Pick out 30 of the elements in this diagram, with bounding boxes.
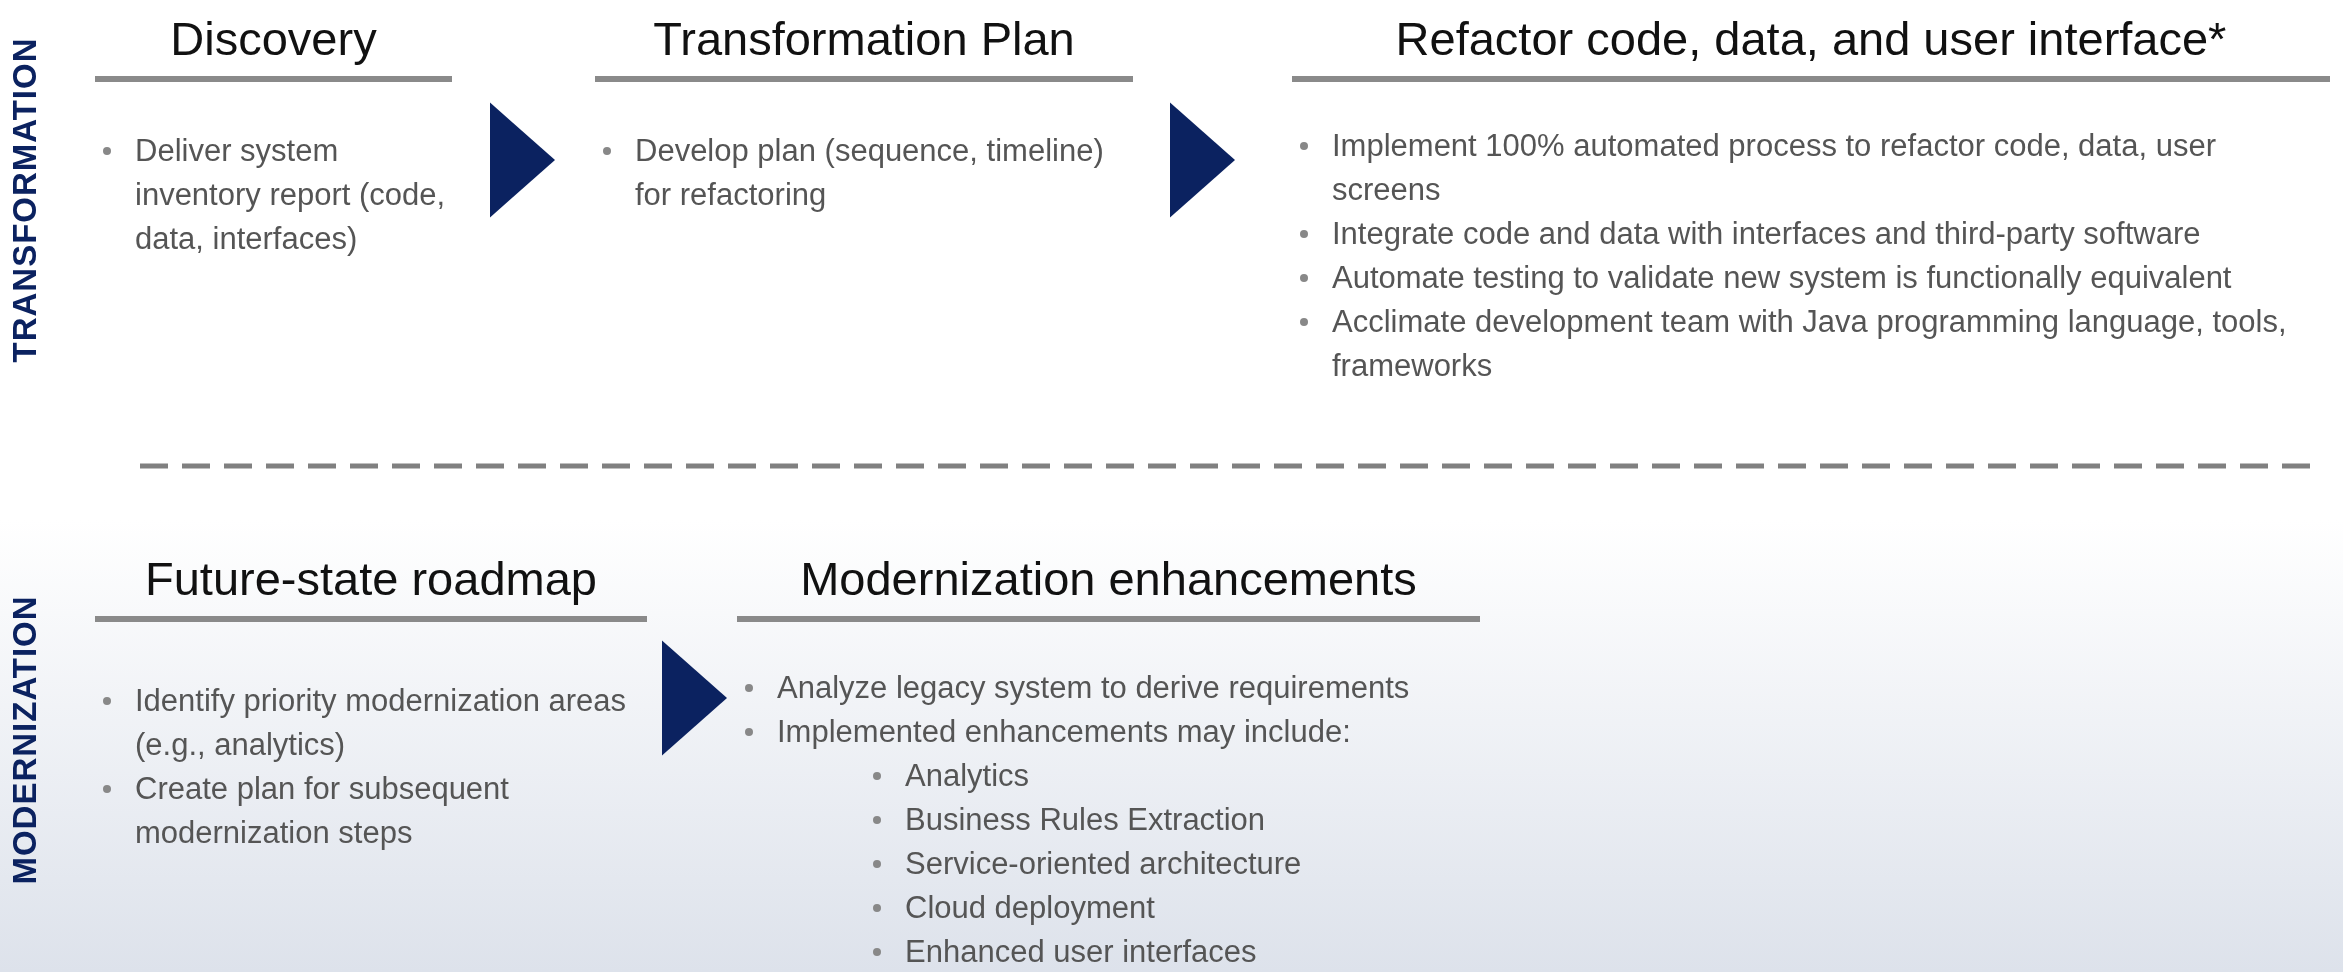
sub-bullet-item: Enhanced user interfaces [865,930,1480,972]
step-heading: Future-state roadmap [95,548,647,622]
node-circle [103,147,111,155]
bullet-item: Implemented enhancements may include: [737,710,1480,754]
bullet-item: Develop plan (sequence, timeline) for refactoring [595,129,1133,217]
step-heading: Discovery [95,8,452,82]
step-heading: Refactor code, data, and user interface* [1292,8,2330,82]
node-circle [1300,142,1308,150]
sub-bullet-item: Business Rules Extraction [865,798,1480,842]
chevron-arrow [490,102,555,218]
sub-bullet-item: Cloud deployment [865,886,1480,930]
step-heading: Modernization enhancements [737,548,1480,622]
node-circle [103,697,111,705]
step-heading: Transformation Plan [595,8,1133,82]
bullet-item: Deliver system inventory report (code, data, interfaces) [95,129,452,261]
node-circle [745,684,753,692]
bullet-item: Integrate code and data with interfaces and third-party software [1292,212,2330,256]
bullet-item: Identify priority modernization areas (e.g., analytics) [95,679,647,767]
bullet-item: Acclimate development team with Java programming language, tools, frameworks [1292,300,2330,388]
section-label: MODERNIZATION [5,595,44,885]
node-circle [603,147,611,155]
section-label: TRANSFORMATION [5,37,43,363]
bullet-item: Analyze legacy system to derive requirements [737,666,1480,710]
sub-bullet-item: Analytics [865,754,1480,798]
bullet-item: Create plan for subsequent modernization steps [95,767,647,855]
bullet-item: Implement 100% automated process to refactor code, data, user screens [1292,124,2330,212]
chevron-arrow [662,640,727,756]
sub-bullet-item: Service-oriented architecture [865,842,1480,886]
bullet-item: Automate testing to validate new system is functionally equivalent [1292,256,2330,300]
chevron-arrow [1170,102,1235,218]
